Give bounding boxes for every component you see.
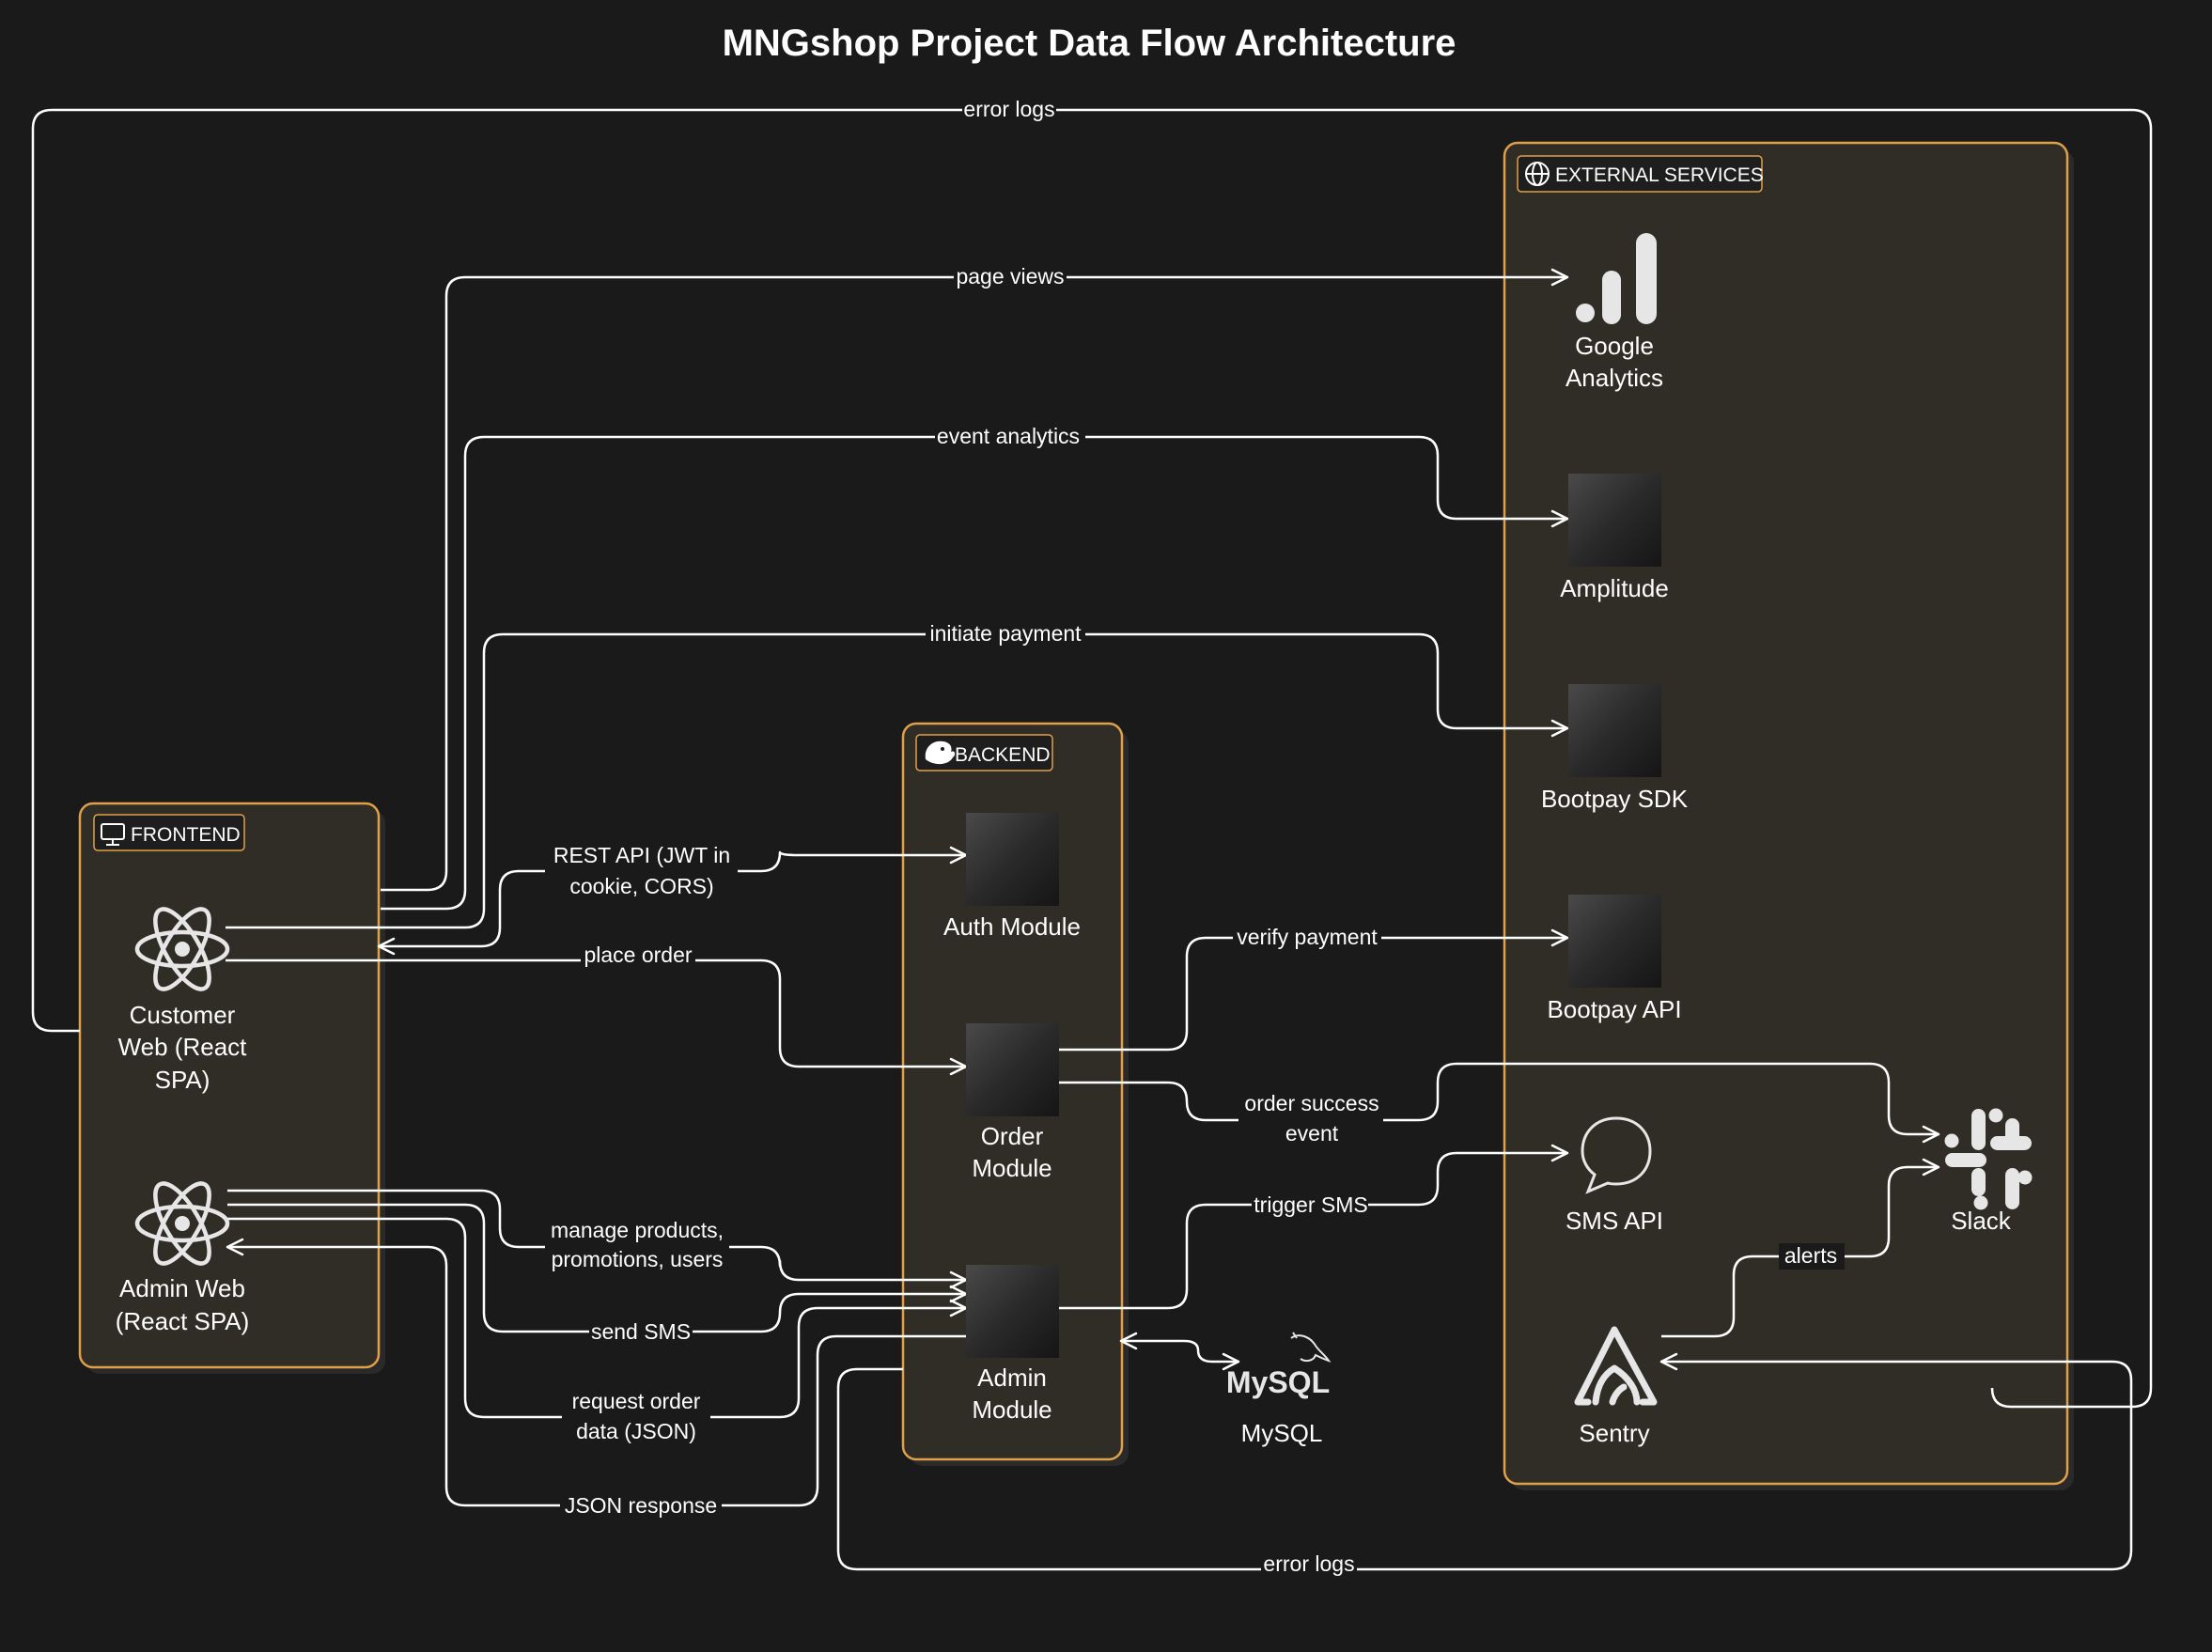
react-icon	[134, 1181, 230, 1266]
auth-module-box	[966, 813, 1059, 906]
edge-order-success	[1059, 1062, 1940, 1144]
frontend-label-box	[93, 814, 245, 851]
label-manage-line1: manage products,	[551, 1218, 724, 1242]
edge-mysql	[1119, 1332, 1240, 1371]
nestjs-icon	[925, 740, 956, 765]
label-order-success-line1: order success	[1244, 1091, 1379, 1115]
backend-label-box	[915, 734, 1053, 771]
amplitude-label: Amplitude	[1560, 574, 1669, 602]
label-page-views: page views	[956, 264, 1064, 288]
label-error-logs-top: error logs	[963, 97, 1054, 121]
mysql-logo-text: MySQL	[1226, 1365, 1330, 1399]
edge-rest-api	[377, 846, 968, 956]
google-analytics-icon	[1576, 233, 1657, 324]
node-slack[interactable]: Slack	[1944, 1108, 2033, 1236]
edge-place-order	[226, 958, 968, 1076]
label-initiate-payment: initiate payment	[929, 621, 1082, 646]
group-label-frontend: FRONTEND	[131, 824, 241, 846]
label-order-success-line2: event	[1285, 1121, 1339, 1145]
order-module-box	[966, 1023, 1059, 1116]
label-alerts: alerts	[1784, 1243, 1837, 1268]
auth-module-label: Auth Module	[943, 912, 1081, 941]
node-sentry[interactable]: Sentry	[1574, 1326, 1658, 1447]
group-label-external-services: EXTERNAL SERVICES	[1555, 164, 1764, 186]
customer-web-label-2: Web (React	[118, 1033, 248, 1061]
edge-trigger-sms	[1059, 1144, 1569, 1310]
edge-labels: error logs page views event analytics in…	[545, 97, 1845, 1582]
edge-verify-payment	[1059, 928, 1569, 1052]
admin-web-label-2: (React SPA)	[116, 1307, 250, 1335]
label-rest-api-line1: REST API (JWT in	[553, 843, 730, 867]
label-manage-line2: promotions, users	[552, 1247, 724, 1271]
edge-send-sms	[227, 1203, 968, 1333]
sentry-icon	[1574, 1326, 1658, 1406]
customer-web-label-1: Customer	[130, 1001, 236, 1029]
monitor-icon	[101, 823, 125, 846]
node-auth-module[interactable]: Auth Module	[943, 813, 1081, 941]
order-module-label-1: Order	[981, 1122, 1044, 1150]
slack-label: Slack	[1951, 1207, 2012, 1235]
node-admin-web[interactable]: Admin Web (React SPA)	[116, 1176, 250, 1335]
bootpay-api-label: Bootpay API	[1547, 995, 1681, 1023]
sms-api-label: SMS API	[1566, 1207, 1663, 1235]
customer-web-label-3: SPA)	[155, 1066, 210, 1094]
label-error-logs-bottom: error logs	[1263, 1551, 1354, 1576]
label-place-order: place order	[584, 943, 692, 967]
node-amplitude[interactable]: Amplitude	[1560, 474, 1669, 602]
node-sms-api[interactable]: SMS API	[1566, 1116, 1663, 1235]
diagram-title: MNGshop Project Data Flow Architecture	[723, 23, 1456, 64]
globe-icon	[1525, 162, 1550, 186]
node-mysql[interactable]: MySQL MySQL	[1226, 1332, 1332, 1447]
node-order-module[interactable]: Order Module	[966, 1023, 1059, 1182]
label-request-order-line1: request order	[572, 1389, 701, 1413]
label-trigger-sms: trigger SMS	[1254, 1192, 1367, 1217]
external-label-box	[1517, 155, 1763, 193]
label-json-response: JSON response	[565, 1493, 717, 1518]
label-event-analytics: event analytics	[937, 424, 1080, 448]
google-analytics-label-1: Google	[1575, 332, 1654, 360]
label-rest-api-line2: cookie, CORS)	[569, 874, 713, 898]
node-google-analytics[interactable]: Google Analytics	[1566, 233, 1663, 392]
google-analytics-label-2: Analytics	[1566, 364, 1663, 392]
slack-icon	[1944, 1108, 2033, 1210]
chat-bubble-icon	[1581, 1116, 1652, 1194]
group-label-backend: BACKEND	[955, 744, 1051, 766]
edge-error-logs-bottom	[836, 1352, 2133, 1571]
label-send-sms: send SMS	[591, 1319, 691, 1344]
node-bootpay-api[interactable]: Bootpay API	[1547, 895, 1682, 1023]
node-bootpay-sdk[interactable]: Bootpay SDK	[1541, 684, 1689, 813]
node-customer-web[interactable]: Customer Web (React SPA)	[118, 901, 248, 1094]
order-module-label-2: Module	[972, 1154, 1051, 1182]
bootpay-sdk-box	[1568, 684, 1661, 777]
admin-module-box	[966, 1265, 1059, 1358]
admin-module-label-1: Admin	[977, 1364, 1047, 1392]
mysql-dolphin-icon	[1290, 1332, 1332, 1363]
bootpay-api-box	[1568, 895, 1661, 988]
edge-error-logs-top	[31, 108, 2153, 1409]
mysql-label: MySQL	[1241, 1419, 1323, 1447]
react-icon	[134, 907, 230, 991]
bootpay-sdk-label: Bootpay SDK	[1541, 785, 1689, 813]
amplitude-box	[1568, 474, 1661, 567]
label-verify-payment: verify payment	[1237, 925, 1378, 949]
admin-web-label-1: Admin Web	[119, 1274, 245, 1302]
edge-initiate-payment	[226, 632, 1569, 929]
sentry-label: Sentry	[1579, 1419, 1649, 1447]
label-request-order-line2: data (JSON)	[576, 1419, 696, 1443]
node-admin-module[interactable]: Admin Module	[966, 1265, 1059, 1424]
admin-module-label-2: Module	[972, 1395, 1051, 1424]
